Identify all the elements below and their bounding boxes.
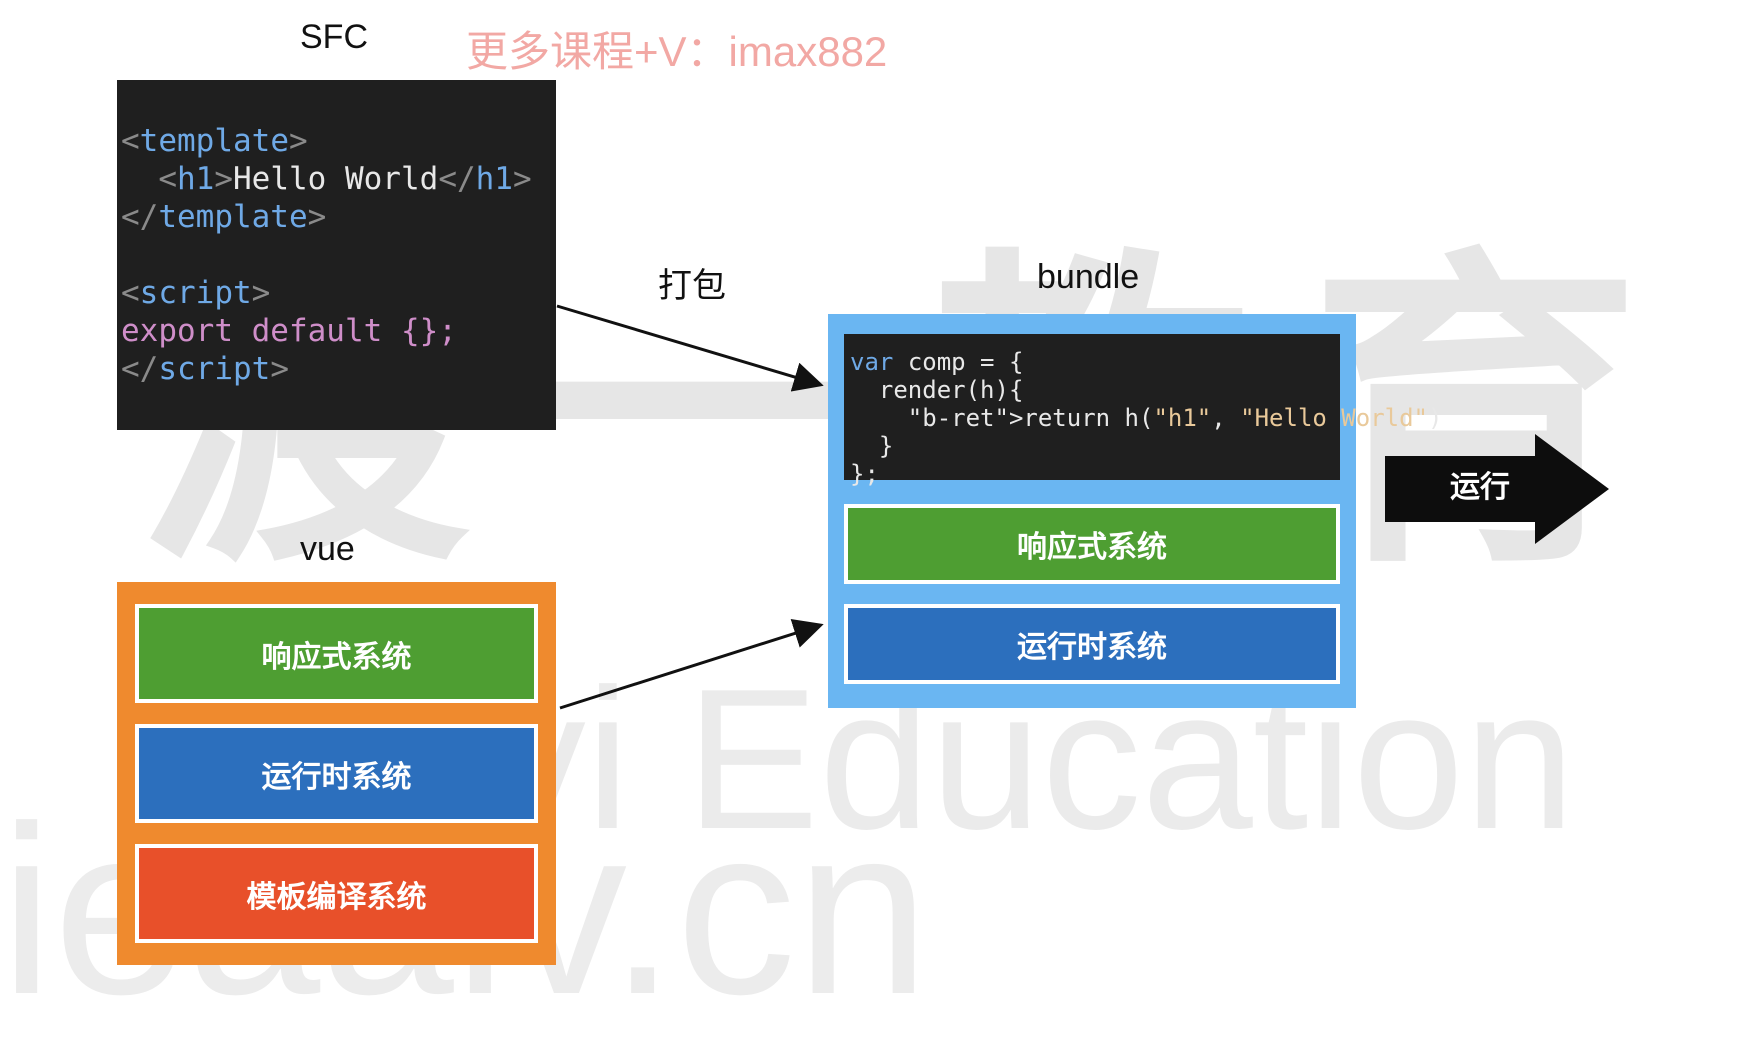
bundle-stack: var comp = { render(h){ "b-ret">return h… — [828, 314, 1442, 708]
code-line: } — [850, 432, 894, 460]
code-line: var comp = { — [850, 348, 1024, 376]
arrow-vue-to-bundle — [559, 618, 824, 710]
bundle-reactive-layer: 响应式系统 — [844, 504, 1340, 584]
run-arrow-icon — [1385, 434, 1609, 544]
flow-arrows — [556, 304, 824, 710]
watermark-contact: 更多课程+V：imax882 — [466, 28, 888, 75]
code-line: <h1>Hello World</h1> — [121, 161, 532, 197]
bundle-runtime-layer: 运行时系统 — [844, 604, 1340, 684]
sfc-title: SFC — [300, 18, 368, 56]
vue-reactive-layer: 响应式系统 — [135, 604, 538, 703]
code-line: export default {}; — [121, 313, 457, 349]
pack-label: 打包 — [658, 267, 726, 305]
code-line: <template> — [121, 123, 308, 159]
code-line: render(h){ — [850, 376, 1024, 404]
code-line: </script> — [121, 351, 289, 387]
sfc-code-block: <template> <h1>Hello World</h1> </templa… — [117, 80, 556, 430]
run-label: 运行 — [1450, 470, 1510, 505]
vue-stack: 响应式系统 运行时系统 模板编译系统 — [117, 582, 556, 965]
code-line: }; — [850, 460, 879, 488]
code-line: <script> — [121, 275, 271, 311]
bundle-code-block: var comp = { render(h){ "b-ret">return h… — [844, 334, 1442, 488]
vue-title: vue — [300, 530, 355, 568]
arrow-sfc-to-bundle — [556, 304, 824, 392]
bundle-title: bundle — [1037, 258, 1140, 296]
code-line: "b-ret">return h("h1", "Hello World") — [907, 404, 1443, 432]
vue-runtime-layer: 运行时系统 — [135, 724, 538, 823]
code-line: </template> — [121, 199, 327, 235]
vue-compiler-layer: 模板编译系统 — [135, 844, 538, 943]
